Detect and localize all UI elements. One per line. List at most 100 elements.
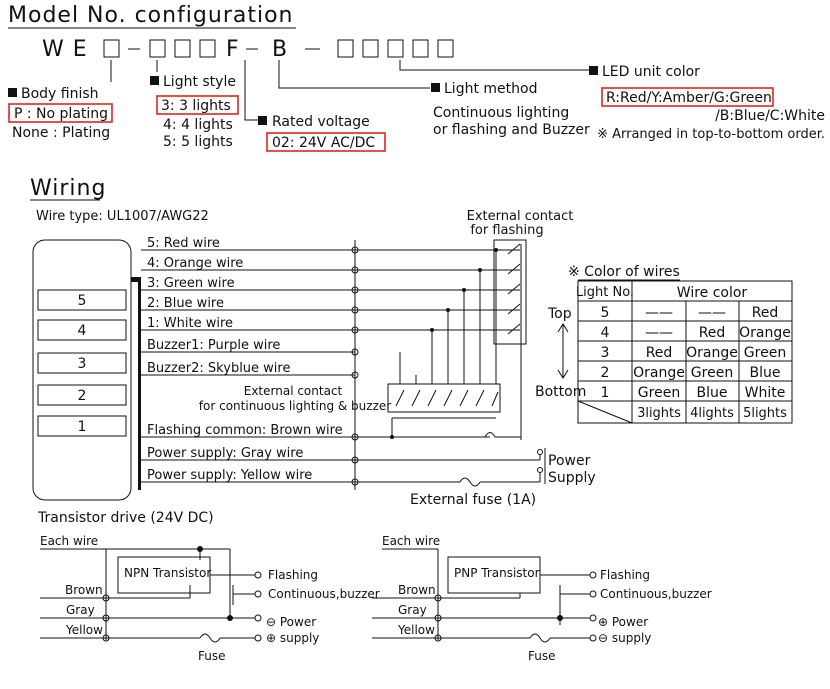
npn-continuous: Continuous,buzzer xyxy=(268,587,380,601)
wire-type: Wire type: UL1007/AWG22 xyxy=(36,209,209,224)
body-finish-other: None : Plating xyxy=(12,125,110,141)
row3-c4: Orange xyxy=(686,345,738,361)
light-method-label: Light method xyxy=(444,81,537,97)
row5-c5: Red xyxy=(752,305,779,321)
row2-c3: Orange xyxy=(633,365,685,381)
continuous-verticals xyxy=(390,248,498,439)
tier-label-2: 2 xyxy=(78,388,87,404)
color-table-header-no: Light No. xyxy=(576,285,634,300)
pnp-yellow: Yellow xyxy=(397,623,435,637)
pnp-flashing: Flashing xyxy=(600,568,650,582)
row4-c3: —— xyxy=(645,325,673,341)
row1-no: 1 xyxy=(601,385,610,401)
tier-box-4 xyxy=(37,319,127,341)
code-box-led-1 xyxy=(337,39,354,58)
npn-fuse: Fuse xyxy=(198,649,226,663)
led-color-more: /B:Blue/C:White xyxy=(715,108,825,124)
transistor-title: Transistor drive (24V DC) xyxy=(37,510,214,526)
tier-label-4: 4 xyxy=(78,323,87,339)
npn-label: NPN Transistor xyxy=(124,566,211,580)
row2-c4: Green xyxy=(691,365,733,381)
light-method-line1: Continuous lighting xyxy=(433,105,569,121)
row3-c5: Green xyxy=(744,345,786,361)
led-color-label: LED unit color xyxy=(602,64,700,80)
footer-3lights: 3lights xyxy=(637,406,681,421)
wire-skyblue: Buzzer2: Skyblue wire xyxy=(147,361,290,376)
wire-purple: Buzzer1: Purple wire xyxy=(147,338,280,353)
flashing-switches xyxy=(507,243,522,440)
color-table-title: ※ Color of wires xyxy=(568,264,680,280)
code-box-led-3 xyxy=(387,39,404,58)
code-box-volt-1 xyxy=(174,39,191,58)
pnp-supply: ⊖ supply xyxy=(598,631,651,645)
power-label: Power xyxy=(548,453,591,469)
code-box-led-4 xyxy=(412,39,429,58)
code-f: F xyxy=(226,37,240,62)
row5-c4: —— xyxy=(698,305,726,321)
tier-box-5 xyxy=(37,289,127,311)
ext-cont-line2: for continuous lighting & buzzer xyxy=(199,399,391,413)
body-finish-highlight xyxy=(8,103,113,123)
row2-no: 2 xyxy=(601,365,610,381)
code-b: B xyxy=(272,37,288,62)
continuous-contact-box xyxy=(387,383,501,413)
led-color-note: ※ Arranged in top-to-bottom order. xyxy=(597,127,825,142)
power-terminal-top xyxy=(537,449,543,455)
npn-each-wire: Each wire xyxy=(40,534,98,548)
row2-c5: Blue xyxy=(750,365,781,381)
npn-power: ⊖ Power xyxy=(266,615,316,629)
ext-flash-line1: External contact xyxy=(467,209,574,224)
signal-tower xyxy=(32,239,132,501)
wire-white: 1: White wire xyxy=(147,316,233,331)
power-terminal-bottom xyxy=(537,467,543,473)
continuous-switches xyxy=(395,389,499,407)
tier-box-3 xyxy=(37,352,127,374)
light-style-3: 3: 3 lights xyxy=(161,98,231,114)
footer-5lights: 5lights xyxy=(743,406,787,421)
code-box-volt-2 xyxy=(199,39,216,58)
footer-4lights: 4lights xyxy=(690,406,734,421)
wire-yellow: Power supply: Yellow wire xyxy=(147,468,312,483)
wiring-title: Wiring xyxy=(30,176,106,201)
wire-green: 3: Green wire xyxy=(147,276,235,291)
flashing-contact-box xyxy=(493,239,527,345)
npn-flashing: Flashing xyxy=(268,568,318,582)
pnp-fuse: Fuse xyxy=(528,649,556,663)
bullet-method xyxy=(431,83,440,92)
color-table-header-color: Wire color xyxy=(677,285,748,301)
connector-terminals xyxy=(351,240,359,490)
bottom-label: Bottom xyxy=(535,384,586,400)
npn-brown: Brown xyxy=(65,583,103,597)
wire-blue: 2: Blue wire xyxy=(147,296,224,311)
supply-label: Supply xyxy=(548,470,596,486)
row4-c5: Orange xyxy=(739,325,791,341)
rated-voltage-highlight xyxy=(266,132,386,152)
row1-c5: White xyxy=(745,385,786,401)
row4-no: 4 xyxy=(601,325,610,341)
body-finish-selected: P : No plating xyxy=(14,106,108,122)
fuse-label: External fuse (1A) xyxy=(410,492,536,508)
pnp-power: ⊕ Power xyxy=(598,615,648,629)
row5-c3: —— xyxy=(645,305,673,321)
bullet-body xyxy=(8,88,17,97)
tier-label-1: 1 xyxy=(78,419,87,435)
npn-circuit: Each wire NPN Transistor Flashing Contin… xyxy=(40,534,380,663)
row3-c3: Red xyxy=(646,345,673,361)
row5-no: 5 xyxy=(601,305,610,321)
arrow-head-bottom xyxy=(557,369,569,379)
wire-brown: Flashing common: Brown wire xyxy=(147,423,343,438)
pnp-label: PNP Transistor xyxy=(454,566,540,580)
light-method-line2: or flashing and Buzzer xyxy=(433,122,590,138)
body-finish-label: Body finish xyxy=(21,86,99,102)
color-table-grid xyxy=(577,280,793,424)
wire-orange: 4: Orange wire xyxy=(147,256,243,271)
wire-lines xyxy=(141,249,540,483)
row1-c3: Green xyxy=(638,385,680,401)
rated-voltage-selected: 02: 24V AC/DC xyxy=(272,135,375,151)
tier-box-1 xyxy=(37,415,127,437)
light-style-highlight xyxy=(156,95,239,115)
led-color-highlight xyxy=(601,87,774,107)
pnp-circuit: Each wire PNP Transistor Flashing Contin… xyxy=(372,534,712,663)
npn-supply: ⊕ supply xyxy=(266,631,319,645)
npn-gray: Gray xyxy=(66,603,95,617)
